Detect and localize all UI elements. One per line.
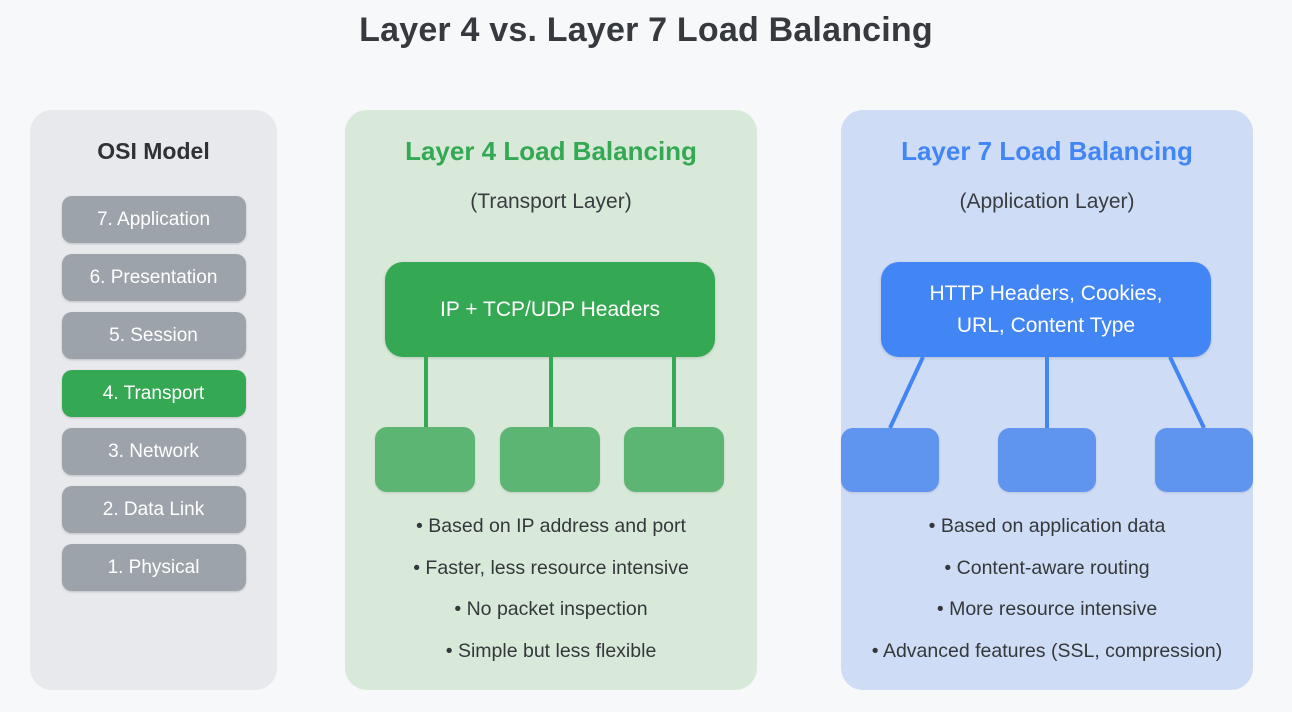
connector-line bbox=[1168, 357, 1206, 428]
bullet-item: • No packet inspection bbox=[454, 598, 648, 620]
layer4-bullet-list: • Based on IP address and port • Faster,… bbox=[345, 506, 757, 672]
bullet-item: • Advanced features (SSL, compression) bbox=[871, 639, 1223, 662]
layer7-server-box bbox=[841, 428, 939, 492]
layer4-server-box bbox=[375, 427, 475, 492]
bullet-item: • Content-aware routing bbox=[944, 556, 1150, 579]
page-title: Layer 4 vs. Layer 7 Load Balancing bbox=[359, 11, 933, 49]
osi-layer-application: 7. Application bbox=[61, 196, 246, 243]
layer4-connector-lines bbox=[424, 357, 676, 428]
layer7-server-box bbox=[998, 428, 1096, 492]
layer7-inspect-box: HTTP Headers, Cookies, URL, Content Type bbox=[881, 262, 1211, 357]
layer4-panel-title: Layer 4 Load Balancing bbox=[405, 136, 697, 166]
connector-line bbox=[888, 357, 925, 428]
layer4-panel-subtitle: (Transport Layer) bbox=[470, 190, 632, 213]
layer7-bullet-list: • Based on application data • Content-aw… bbox=[841, 506, 1253, 672]
layer7-panel-subtitle: (Application Layer) bbox=[959, 190, 1135, 213]
bullet-item: • Simple but less flexible bbox=[445, 639, 657, 662]
osi-layer-network: 3. Network bbox=[61, 428, 246, 475]
layer4-panel: Layer 4 Load Balancing (Transport Layer)… bbox=[345, 110, 757, 690]
osi-layer-transport-highlighted: 4. Transport bbox=[61, 370, 246, 417]
osi-model-panel: OSI Model 7. Application 6. Presentation… bbox=[30, 110, 277, 690]
bullet-item: • Faster, less resource intensive bbox=[413, 556, 689, 579]
bullet-item: • Based on IP address and port bbox=[416, 515, 686, 537]
osi-layer-physical: 1. Physical bbox=[61, 544, 246, 591]
layer7-panel: Layer 7 Load Balancing (Application Laye… bbox=[841, 110, 1253, 690]
osi-layer-stack: 7. Application 6. Presentation 5. Sessio… bbox=[30, 196, 277, 602]
osi-layer-data-link: 2. Data Link bbox=[61, 486, 246, 533]
layer7-server-box bbox=[1155, 428, 1253, 492]
layer4-server-box bbox=[624, 427, 724, 492]
layer7-panel-title: Layer 7 Load Balancing bbox=[901, 136, 1193, 166]
bullet-item: • Based on application data bbox=[928, 515, 1166, 537]
layer7-connector-lines bbox=[888, 357, 1206, 428]
bullet-item: • More resource intensive bbox=[936, 598, 1158, 620]
layer4-server-box bbox=[500, 427, 600, 492]
layer4-inspect-box: IP + TCP/UDP Headers bbox=[385, 262, 715, 357]
osi-panel-title: OSI Model bbox=[97, 138, 210, 164]
osi-layer-presentation: 6. Presentation bbox=[61, 254, 246, 301]
osi-layer-session: 5. Session bbox=[61, 312, 246, 359]
